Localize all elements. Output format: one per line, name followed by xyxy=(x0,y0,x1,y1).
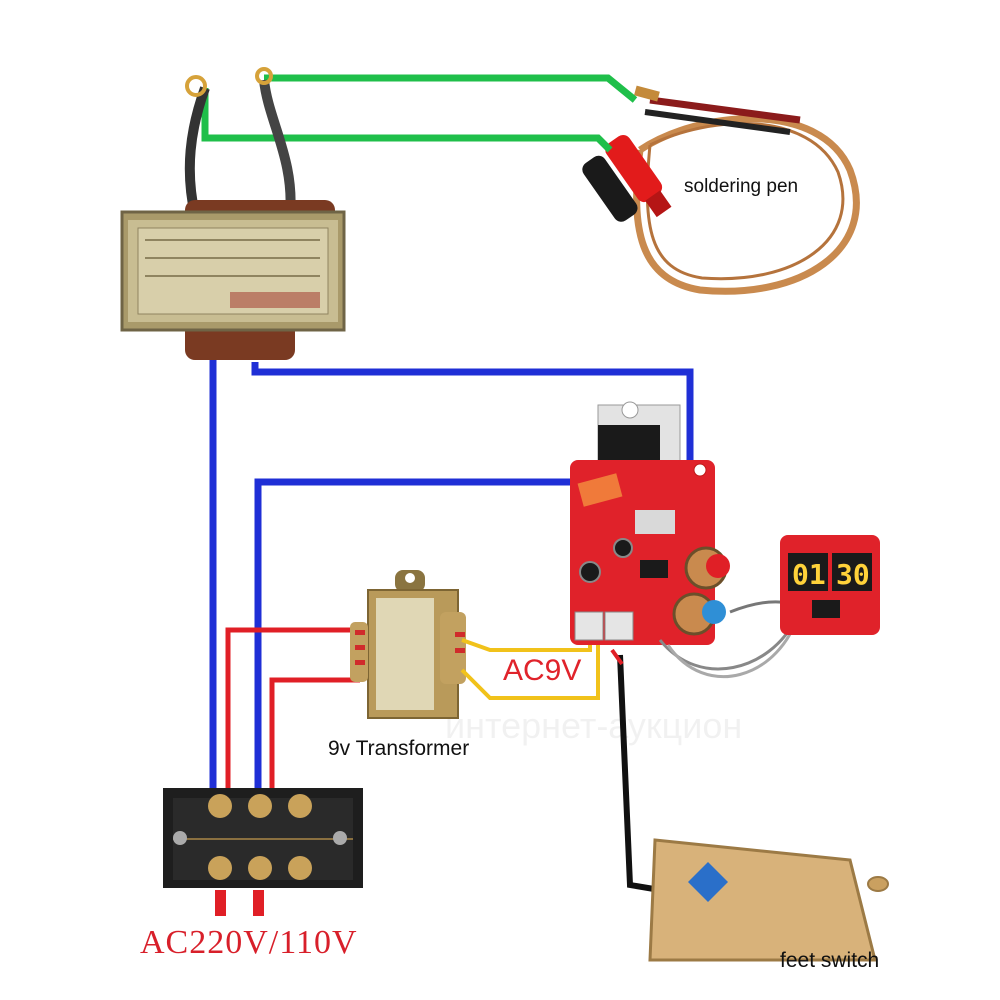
label-ac-mains: AC220V/110V xyxy=(140,924,358,961)
label-soldering-pen: soldering pen xyxy=(684,176,799,197)
display-board xyxy=(780,535,880,635)
terminal-block xyxy=(163,788,363,888)
ring-terminal-left xyxy=(185,75,207,97)
pen-copper-cable xyxy=(633,115,860,295)
red-wires xyxy=(215,627,360,916)
ring-terminal-right xyxy=(255,67,273,85)
pen-handle-black xyxy=(582,155,638,222)
pen-lead-red xyxy=(649,96,801,124)
secondary-lead-right xyxy=(259,79,296,216)
switch-wire xyxy=(617,654,661,893)
control-board xyxy=(570,401,715,645)
pen-copper-cable-2 xyxy=(645,121,845,281)
pen-lead-black xyxy=(644,109,791,135)
watermark: интернет-аукцион xyxy=(445,705,743,746)
soldering-pen xyxy=(582,85,860,295)
label-9v-transformer: 9v Transformer xyxy=(328,737,470,760)
blue-wires xyxy=(209,360,694,802)
label-feet-switch: feet switch xyxy=(780,949,880,972)
foot-switch xyxy=(648,838,889,962)
switch-wire-red xyxy=(610,648,624,666)
transformer-9v xyxy=(350,570,466,719)
pen-handle-red xyxy=(605,134,672,218)
label-ac9v: AC9V xyxy=(503,654,582,687)
pen-tip-left xyxy=(634,85,660,102)
main-transformer xyxy=(120,67,346,360)
green-wires xyxy=(201,74,638,153)
secondary-lead-left xyxy=(184,86,210,217)
